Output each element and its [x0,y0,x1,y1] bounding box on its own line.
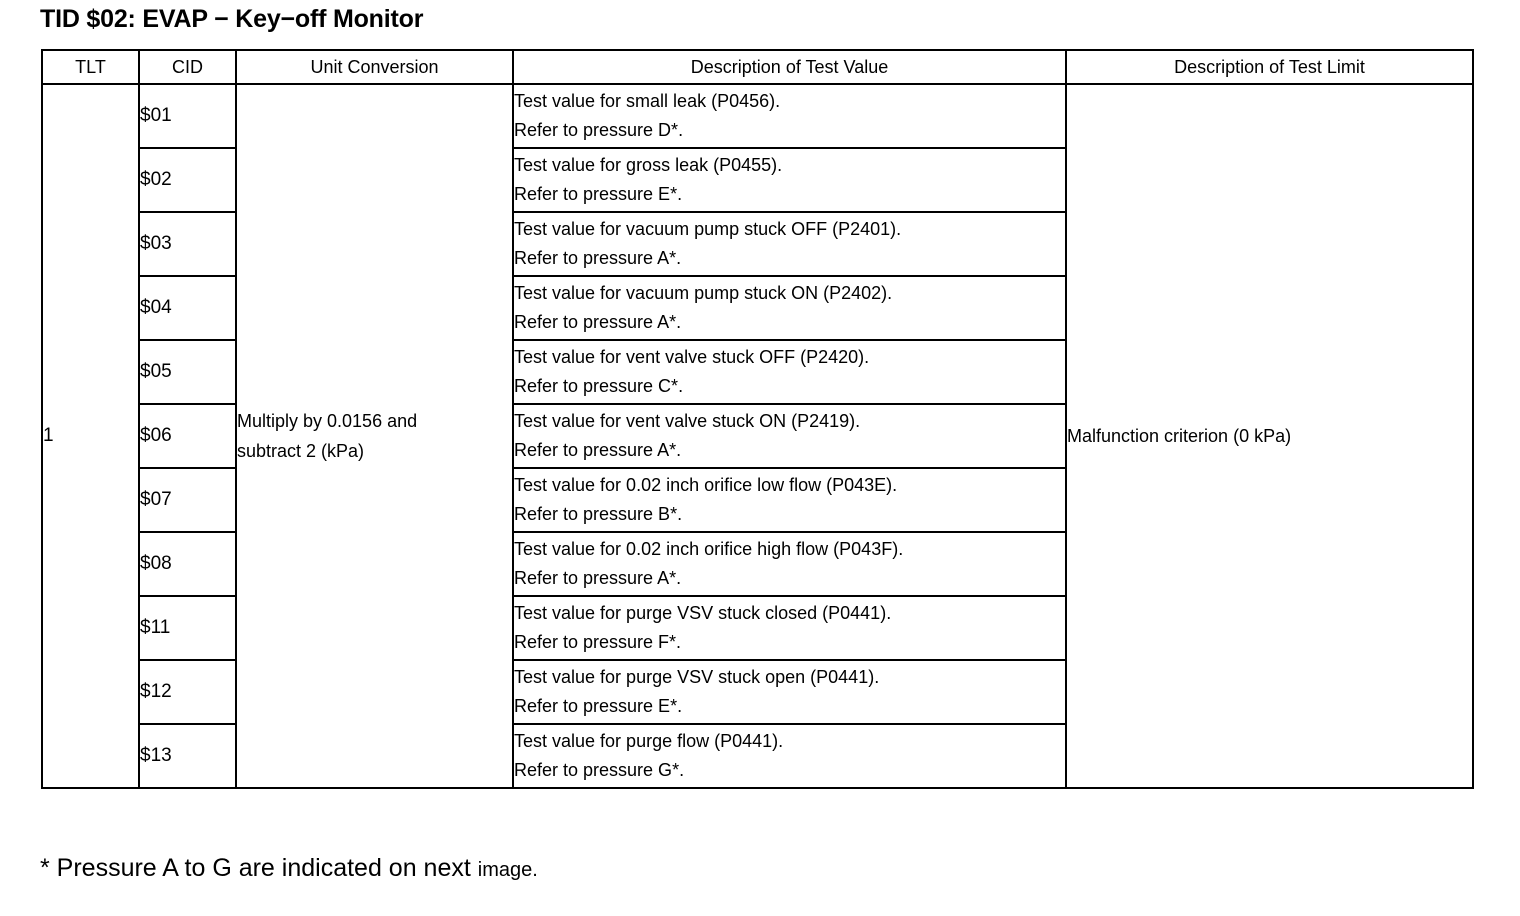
footnote: * Pressure A to G are indicated on next … [40,853,538,885]
header-description-of-test-limit: Description of Test Limit [1065,49,1474,85]
header-description-of-test-value: Description of Test Value [512,49,1067,85]
cell-test-limit-description: Malfunction criterion (0 kPa) [1065,83,1474,789]
header-cid: CID [138,49,237,85]
cell-cid-02: $02 [138,147,237,213]
tid-monitor-table: TLT CID Unit Conversion Description of T… [41,49,1474,789]
cell-test-value-description: Test value for vacuum pump stuck OFF (P2… [512,211,1067,277]
test-value-line: Test value for vent valve stuck ON (P241… [514,411,861,431]
header-tlt: TLT [41,49,140,85]
table-row: $08 Test value for 0.02 inch orifice high… [42,531,1473,597]
test-value-line: Test value for gross leak (P0455). [514,155,783,175]
cell-test-value-description: Test value for small leak (P0456). Refer … [512,83,1067,149]
cell-test-value-description: Test value for 0.02 inch orifice high fl… [512,531,1067,597]
cell-cid-11: $11 [138,595,237,661]
test-value-line: Refer to pressure F*. [514,632,682,652]
cell-cid-13: $13 [138,723,237,789]
cell-cid-12: $12 [138,659,237,725]
table-row: $13 Test value for purge flow (P0441). Ref… [42,723,1473,789]
unit-conversion-line: subtract 2 (kPa) [237,441,365,461]
test-value-line: Refer to pressure A*. [514,568,682,588]
cell-test-value-description: Test value for vent valve stuck ON (P241… [512,403,1067,469]
footnote-trailing-text: image. [477,859,538,881]
cell-tlt-value: 1 [41,83,140,789]
table-header-row: TLT CID Unit Conversion Description of T… [41,49,1474,85]
test-value-line: Refer to pressure E*. [514,184,683,204]
test-value-line: Test value for small leak (P0456). [514,91,781,111]
test-value-line: Refer to pressure D*. [514,120,684,140]
table-row: $03 Test value for vacuum pump stuck OFF … [42,211,1473,277]
test-value-line: Refer to pressure A*. [514,312,682,332]
test-value-line: Test value for purge flow (P0441). [514,731,784,751]
test-value-line: Refer to pressure G*. [514,760,685,780]
cell-cid-07: $07 [138,467,237,533]
table-row: $04 Test value for vacuum pump stuck ON (… [42,275,1473,341]
test-value-line: Refer to pressure A*. [514,248,682,268]
cell-test-value-description: Test value for vent valve stuck OFF (P24… [512,339,1067,405]
cell-test-value-description: Test value for gross leak (P0455). Refer … [512,147,1067,213]
cell-cid-03: $03 [138,211,237,277]
footnote-main-text: * Pressure A to G are indicated on next [40,854,471,882]
test-value-line: Refer to pressure B*. [514,504,683,524]
cell-test-value-description: Test value for purge VSV stuck open (P04… [512,659,1067,725]
page-title: TID $02: EVAP − Key−off Monitor [40,5,424,33]
table-row: $07 Test value for 0.02 inch orifice low … [42,467,1473,533]
table-row: $06 Test value for vent valve stuck ON (P… [42,403,1473,469]
test-value-line: Test value for 0.02 inch orifice high fl… [514,539,904,559]
cell-cid-05: $05 [138,339,237,405]
test-value-line: Test value for purge VSV stuck open (P04… [514,667,880,687]
table-row: $05 Test value for vent valve stuck OFF (… [42,339,1473,405]
test-value-line: Test value for vacuum pump stuck ON (P24… [514,283,893,303]
cell-test-value-description: Test value for 0.02 inch orifice low flo… [512,467,1067,533]
cell-test-value-description: Test value for vacuum pump stuck ON (P24… [512,275,1067,341]
cell-cid-04: $04 [138,275,237,341]
cell-cid-08: $08 [138,531,237,597]
test-value-line: Test value for vent valve stuck OFF (P24… [514,347,870,367]
cell-cid-06: $06 [138,403,237,469]
cell-cid-01: $01 [138,83,237,149]
table-row: $11 Test value for purge VSV stuck closed… [42,595,1473,661]
table-row: $02 Test value for gross leak (P0455). Ref… [42,147,1473,213]
test-value-line: Refer to pressure A*. [514,440,682,460]
test-value-line: Refer to pressure C*. [514,376,684,396]
test-value-line: Test value for 0.02 inch orifice low flo… [514,475,898,495]
cell-unit-conversion: Multiply by 0.0156 and subtract 2 (kPa) [235,83,514,789]
header-unit-conversion: Unit Conversion [235,49,514,85]
table-row: $12 Test value for purge VSV stuck open (… [42,659,1473,725]
test-value-line: Test value for purge VSV stuck closed (P… [514,603,892,623]
unit-conversion-line: Multiply by 0.0156 and [237,411,418,431]
cell-test-value-description: Test value for purge flow (P0441). Refer … [512,723,1067,789]
test-value-line: Test value for vacuum pump stuck OFF (P2… [514,219,902,239]
test-value-line: Refer to pressure E*. [514,696,683,716]
cell-test-value-description: Test value for purge VSV stuck closed (P… [512,595,1067,661]
